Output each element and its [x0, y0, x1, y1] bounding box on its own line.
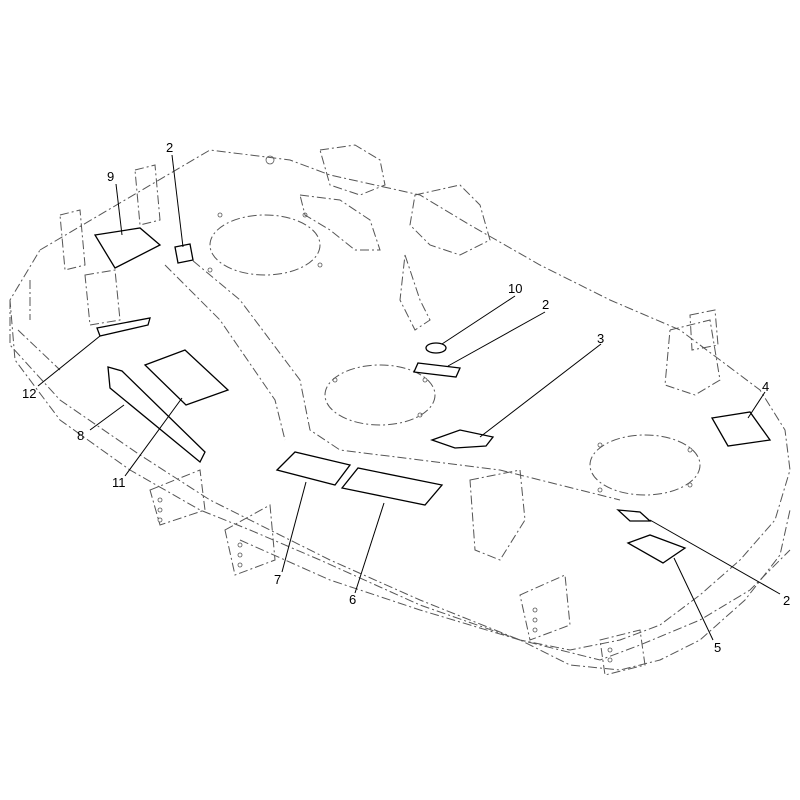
callout-8: 8 [77, 428, 84, 443]
callout-9: 9 [107, 169, 114, 184]
callout-10: 10 [508, 281, 522, 296]
callout-3: 3 [597, 331, 604, 346]
decal-11 [143, 349, 230, 406]
decal-7 [275, 451, 352, 486]
callout-12: 12 [22, 386, 36, 401]
callout-7: 7 [274, 572, 281, 587]
mower-deck [9, 144, 791, 676]
callout-5: 5 [714, 640, 721, 655]
callout-2: 2 [166, 140, 173, 155]
decal-12 [96, 317, 151, 337]
decal-10 [425, 342, 447, 354]
decal-2-left [174, 243, 194, 264]
decal-9 [93, 227, 162, 269]
callout-4: 4 [762, 379, 769, 394]
decals [93, 227, 772, 564]
leader-lines [37, 154, 781, 641]
decal-2-center [413, 362, 461, 378]
decal-3 [430, 429, 495, 449]
decal-5 [626, 534, 687, 564]
decal-4 [710, 411, 772, 447]
callout-labels: 9 2 10 2 3 4 12 8 11 7 6 5 2 [22, 140, 790, 655]
decal-8 [107, 366, 206, 464]
callout-11: 11 [112, 475, 126, 490]
callout-6: 6 [349, 592, 356, 607]
decal-2-right [616, 509, 652, 522]
decal-6 [340, 467, 444, 506]
callout-2: 2 [783, 593, 790, 608]
callout-2: 2 [542, 297, 549, 312]
